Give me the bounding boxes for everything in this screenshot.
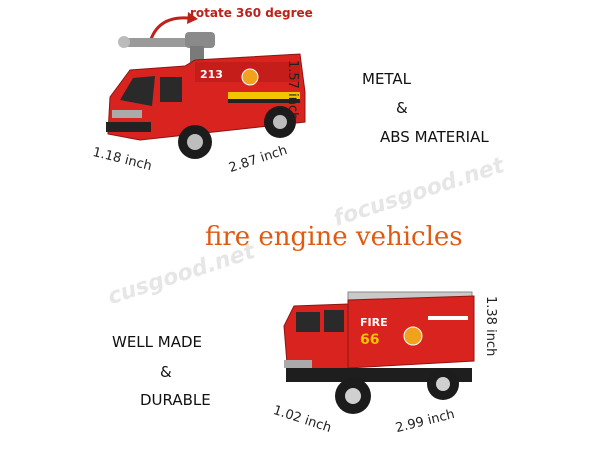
feature-well-made: WELL MADE [112,333,203,351]
feature-metal: METAL [362,70,412,88]
watermark-1: focusgood.net [330,153,508,232]
top-truck-number: 213 [200,68,223,81]
bottom-truck-label: FIRE [360,316,388,329]
feature-durable: DURABLE [140,391,211,409]
bottom-fire-truck: FIRE 66 [283,291,475,414]
feature-ampersand-bottom: & [160,363,172,381]
page-title: fire engine vehicles [205,222,463,252]
feature-ampersand-top: & [396,99,408,117]
feature-abs-material: ABS MATERIAL [380,128,489,146]
bottom-truck-number: 66 [360,332,379,348]
top-height-label: 1.57 inch [285,60,300,121]
rotate-annotation: rotate 360 degree [190,6,313,20]
top-fire-truck: 213 [106,32,306,159]
bottom-height-label: 1.38 inch [483,296,498,357]
rotate-arrow-icon [148,12,198,43]
